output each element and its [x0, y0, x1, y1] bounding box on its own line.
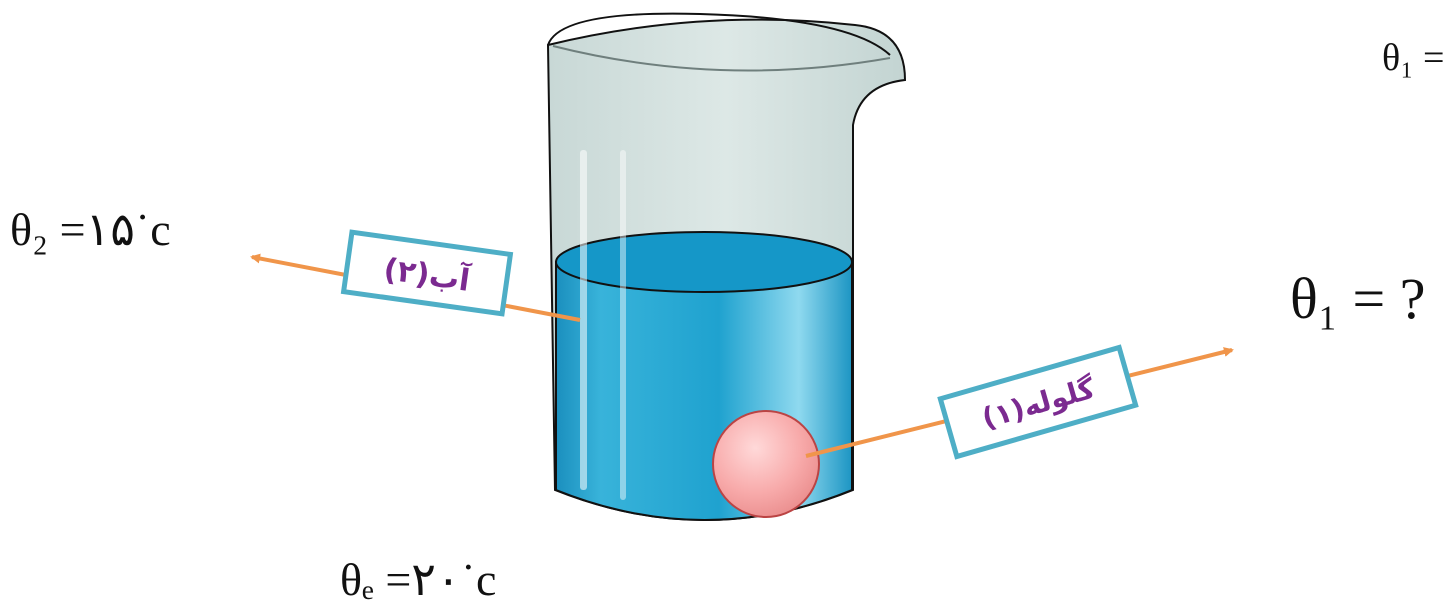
ball-temperature: θ₁ = ?: [1290, 266, 1425, 331]
equilibrium-temperature: θₑ =۲۰˙c: [340, 554, 496, 605]
ball-icon: [713, 411, 819, 517]
ball-label-box: گلوله(۱): [940, 348, 1135, 457]
water-label-box: آب(۲): [344, 232, 511, 314]
top-right-equation: θ₁ =: [1382, 37, 1444, 79]
water-temperature: θ₂ =۱۵˙c: [10, 204, 171, 255]
